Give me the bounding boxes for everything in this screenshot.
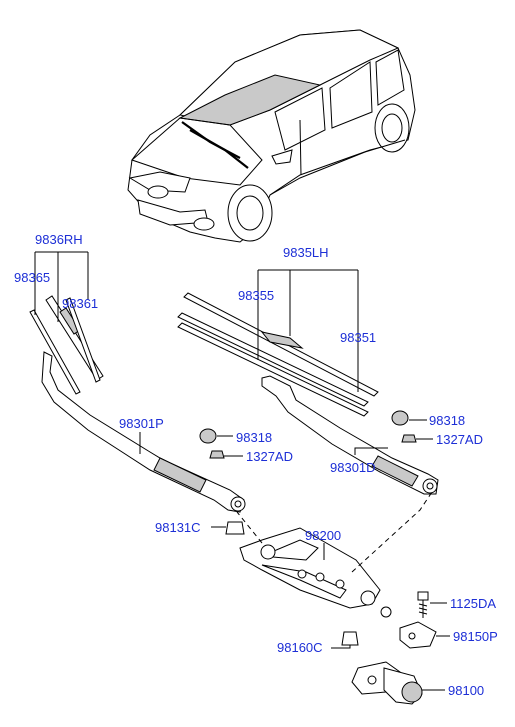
label-98361: 98361: [62, 296, 98, 311]
label-98131C: 98131C: [155, 520, 201, 535]
label-98351: 98351: [340, 330, 376, 345]
label-9835LH: 9835LH: [283, 245, 329, 260]
car-illustration: [127, 29, 416, 243]
leader-lines: [34, 251, 450, 691]
label-1327AD-right: 1327AD: [436, 432, 483, 447]
label-98150P: 98150P: [453, 629, 498, 644]
wiper-blade-rh: [29, 295, 104, 395]
wiper-arm-rh: [41, 351, 246, 513]
wiper-linkage: [236, 491, 433, 618]
label-98200: 98200: [305, 528, 341, 543]
label-98301D: 98301D: [330, 460, 376, 475]
bolt-1125DA: [417, 591, 429, 618]
cap-98318-left: [199, 428, 217, 444]
label-98160C: 98160C: [277, 640, 323, 655]
wiper-motor: [351, 661, 423, 705]
label-98318-right: 98318: [429, 413, 465, 428]
label-98301P: 98301P: [119, 416, 164, 431]
nut-1327AD-right: [401, 434, 417, 443]
label-98365: 98365: [14, 270, 50, 285]
label-98100: 98100: [448, 683, 484, 698]
wiper-arm-lh: [261, 375, 439, 495]
bracket-98150P: [399, 621, 437, 649]
label-98355: 98355: [238, 288, 274, 303]
wiper-blade-lh: [177, 292, 379, 417]
bushing-98160C: [341, 631, 359, 646]
nut-1327AD-left: [209, 450, 225, 459]
label-9836RH: 9836RH: [35, 232, 83, 247]
label-1327AD-left: 1327AD: [246, 449, 293, 464]
label-1125DA: 1125DA: [450, 596, 496, 611]
label-98318-left: 98318: [236, 430, 272, 445]
cap-98131C: [225, 521, 245, 535]
cap-98318-right: [391, 410, 409, 426]
part-labels: 9836RH 98365 98361 9835LH 98355 98351 98…: [14, 232, 498, 698]
